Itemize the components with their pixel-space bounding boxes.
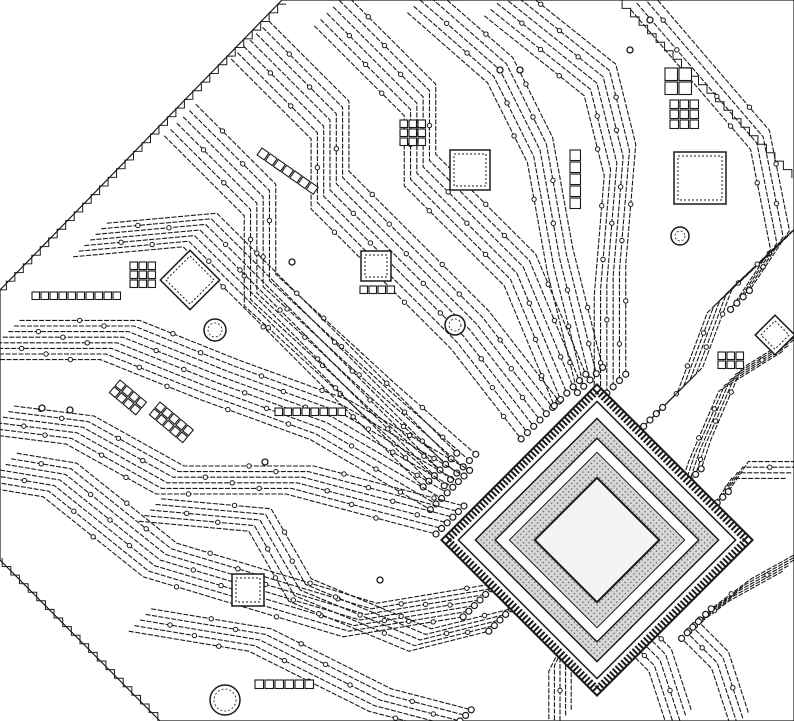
components <box>31 16 794 716</box>
trace-bundle-5 <box>73 212 461 491</box>
zigzag-edge-top-left <box>0 3 287 291</box>
trace-bundle-2 <box>407 0 607 397</box>
trace-bundle-15 <box>630 0 791 314</box>
resistor-array <box>274 407 347 417</box>
connector-grid <box>108 379 148 416</box>
trace-bundle-11 <box>633 217 794 437</box>
zigzag-edge-bottom-left <box>1 557 159 721</box>
via-dot <box>496 66 504 74</box>
connector-grid <box>669 99 700 130</box>
via-dot <box>376 576 384 584</box>
trace-bundle-8 <box>0 452 501 638</box>
ic-square <box>754 314 794 356</box>
via-ring <box>444 314 466 336</box>
ic-square <box>673 151 727 205</box>
trace-bundle-13 <box>707 461 794 512</box>
trace-bundle-9 <box>138 498 515 652</box>
via-dot <box>626 46 634 54</box>
connector-grid <box>129 261 157 289</box>
via-ring <box>670 226 690 246</box>
ic-square <box>360 250 392 282</box>
via-dot <box>288 258 296 266</box>
chip-pins <box>444 387 750 693</box>
trace-bundle-18 <box>677 617 749 721</box>
ic-square <box>449 149 491 191</box>
via-dot <box>66 406 74 414</box>
via-dot <box>261 458 269 466</box>
connector-grid <box>148 401 195 444</box>
processor-chip <box>440 383 754 697</box>
via-ring <box>203 318 227 342</box>
ic-square <box>231 573 265 607</box>
resistor-array <box>256 147 319 196</box>
ic-square <box>159 249 221 311</box>
via-dot <box>646 16 654 24</box>
trace-bundle-4 <box>163 103 480 490</box>
connector-grid <box>664 67 693 96</box>
via-dot <box>516 66 524 74</box>
connector-grid <box>399 119 427 147</box>
resistor-array <box>31 291 122 301</box>
trace-bundle-7 <box>0 405 468 538</box>
zigzag-edge-top-right <box>621 0 793 179</box>
chip-die <box>533 476 661 604</box>
via-dot <box>38 404 46 412</box>
trace-bundle-0 <box>230 20 563 443</box>
connector-strip <box>359 285 396 295</box>
via-ring <box>209 684 241 716</box>
trace-bundle-1 <box>313 0 590 410</box>
connector-grid <box>717 351 745 370</box>
resistor-array <box>254 679 315 690</box>
connector-strip <box>569 149 582 210</box>
